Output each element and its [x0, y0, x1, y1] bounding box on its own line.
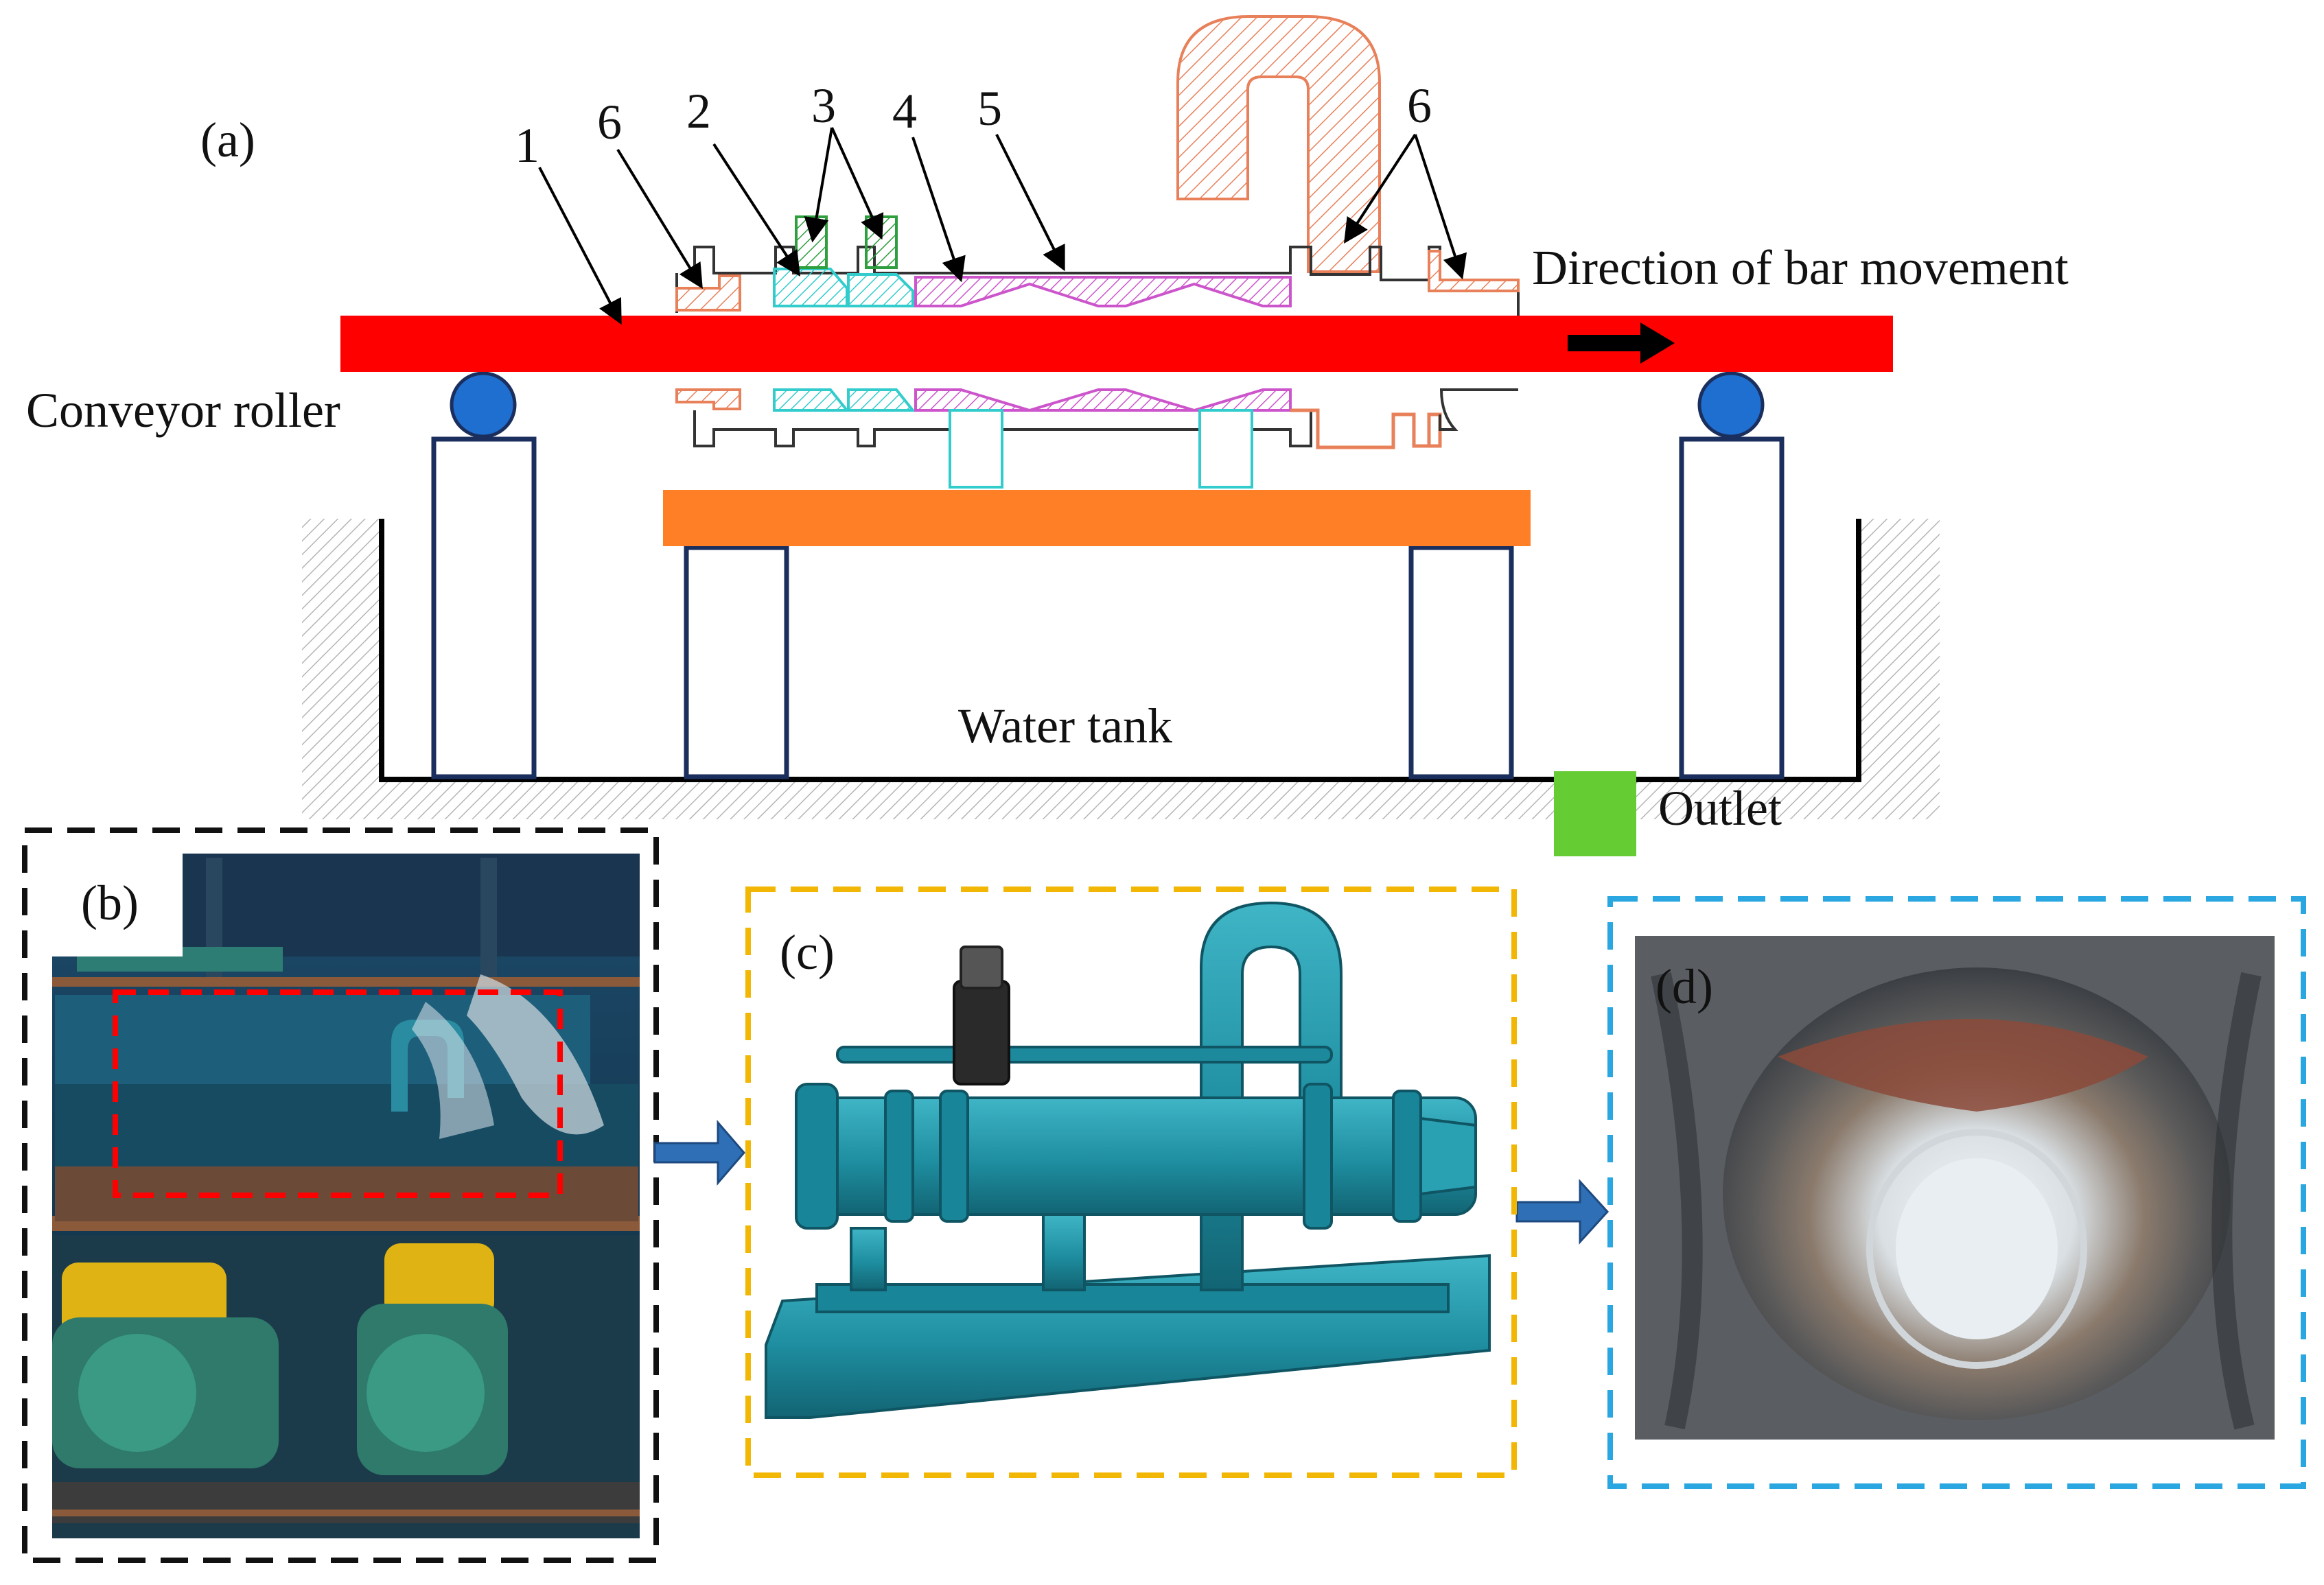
leader-6-left	[616, 148, 703, 290]
right-flange-lower	[1290, 408, 1442, 449]
panel-c-device-photo: (c)	[745, 887, 1517, 1478]
right-conveyor-roller	[1697, 371, 1765, 438]
device-right-lower	[1439, 388, 1518, 431]
leader-4	[911, 137, 966, 283]
panel-c-frame	[745, 887, 1517, 1478]
leader-2	[712, 143, 800, 277]
pipe-interior-photo	[1635, 936, 2275, 1440]
clamp-right	[865, 215, 898, 269]
device-illustration	[765, 901, 1491, 1419]
left-roller-support	[431, 436, 537, 779]
leader-3b	[830, 127, 884, 240]
leader-3a	[804, 127, 833, 243]
tank-hatching	[302, 519, 1940, 819]
panel-d-pipe-interior: (d)	[1607, 896, 2306, 1489]
clamp-left	[795, 215, 828, 269]
drain-leg-right	[1198, 409, 1253, 489]
base-right-leg	[1408, 545, 1514, 779]
panel-b-tag: (b)	[81, 876, 139, 930]
part-number-6-right: 6	[1407, 78, 1432, 133]
device-highlight-box	[113, 989, 563, 1198]
tank-wall	[379, 519, 1861, 782]
panel-a-schematic: (a) 1 6 2 3 4 5 6 Direction of bar movem…	[26, 15, 2069, 856]
conveyor-roller-label: Conveyor roller	[26, 383, 340, 438]
left-flange-upper	[675, 274, 741, 312]
left-flange-lower	[675, 388, 741, 410]
part-number-4: 4	[892, 84, 917, 139]
panel-b-tag-background	[52, 854, 183, 956]
leader-lines	[538, 127, 1467, 325]
left-conveyor-roller	[450, 371, 517, 438]
flow-arrow-b-to-c	[653, 1119, 745, 1186]
outlet-block	[1554, 771, 1636, 856]
panel-a-tag: (a)	[200, 113, 255, 167]
nozzle-upper	[773, 268, 914, 307]
direction-arrow	[1568, 322, 1675, 364]
leader-1	[538, 167, 622, 325]
leader-6-right-b	[1414, 134, 1467, 280]
outlet-label: Outlet	[1658, 781, 1782, 836]
panel-c-tag: (c)	[780, 925, 835, 980]
water-tank-label: Water tank	[958, 698, 1172, 753]
nozzle-lower	[773, 388, 916, 412]
part-number-2: 2	[686, 84, 711, 139]
u-pipe	[1176, 15, 1381, 273]
part-number-3: 3	[811, 78, 836, 133]
right-roller-support	[1679, 436, 1785, 779]
part-number-1: 1	[515, 118, 539, 173]
swirl-lower	[914, 388, 1292, 412]
leader-6-right-a	[1344, 133, 1417, 244]
cooling-device-cross-section	[675, 15, 1520, 489]
right-flange-upper	[1428, 250, 1520, 292]
part-number-6-left: 6	[597, 95, 622, 150]
flow-arrow-c-to-d	[1515, 1179, 1610, 1245]
base-left-leg	[684, 545, 789, 779]
device-base-plate	[663, 490, 1531, 546]
part-number-5: 5	[977, 81, 1002, 136]
leader-5	[995, 134, 1065, 272]
drain-leg-left	[949, 409, 1003, 489]
device-bottom-outline	[693, 410, 1312, 447]
panel-d-tag: (d)	[1655, 959, 1713, 1014]
panel-d-frame	[1607, 896, 2306, 1489]
panel-b-plant-photo: (b)	[22, 827, 659, 1563]
panel-b-frame	[22, 827, 659, 1563]
water-tank	[302, 519, 1940, 819]
swirl-upper	[914, 276, 1292, 307]
direction-label: Direction of bar movement	[1532, 240, 2069, 295]
